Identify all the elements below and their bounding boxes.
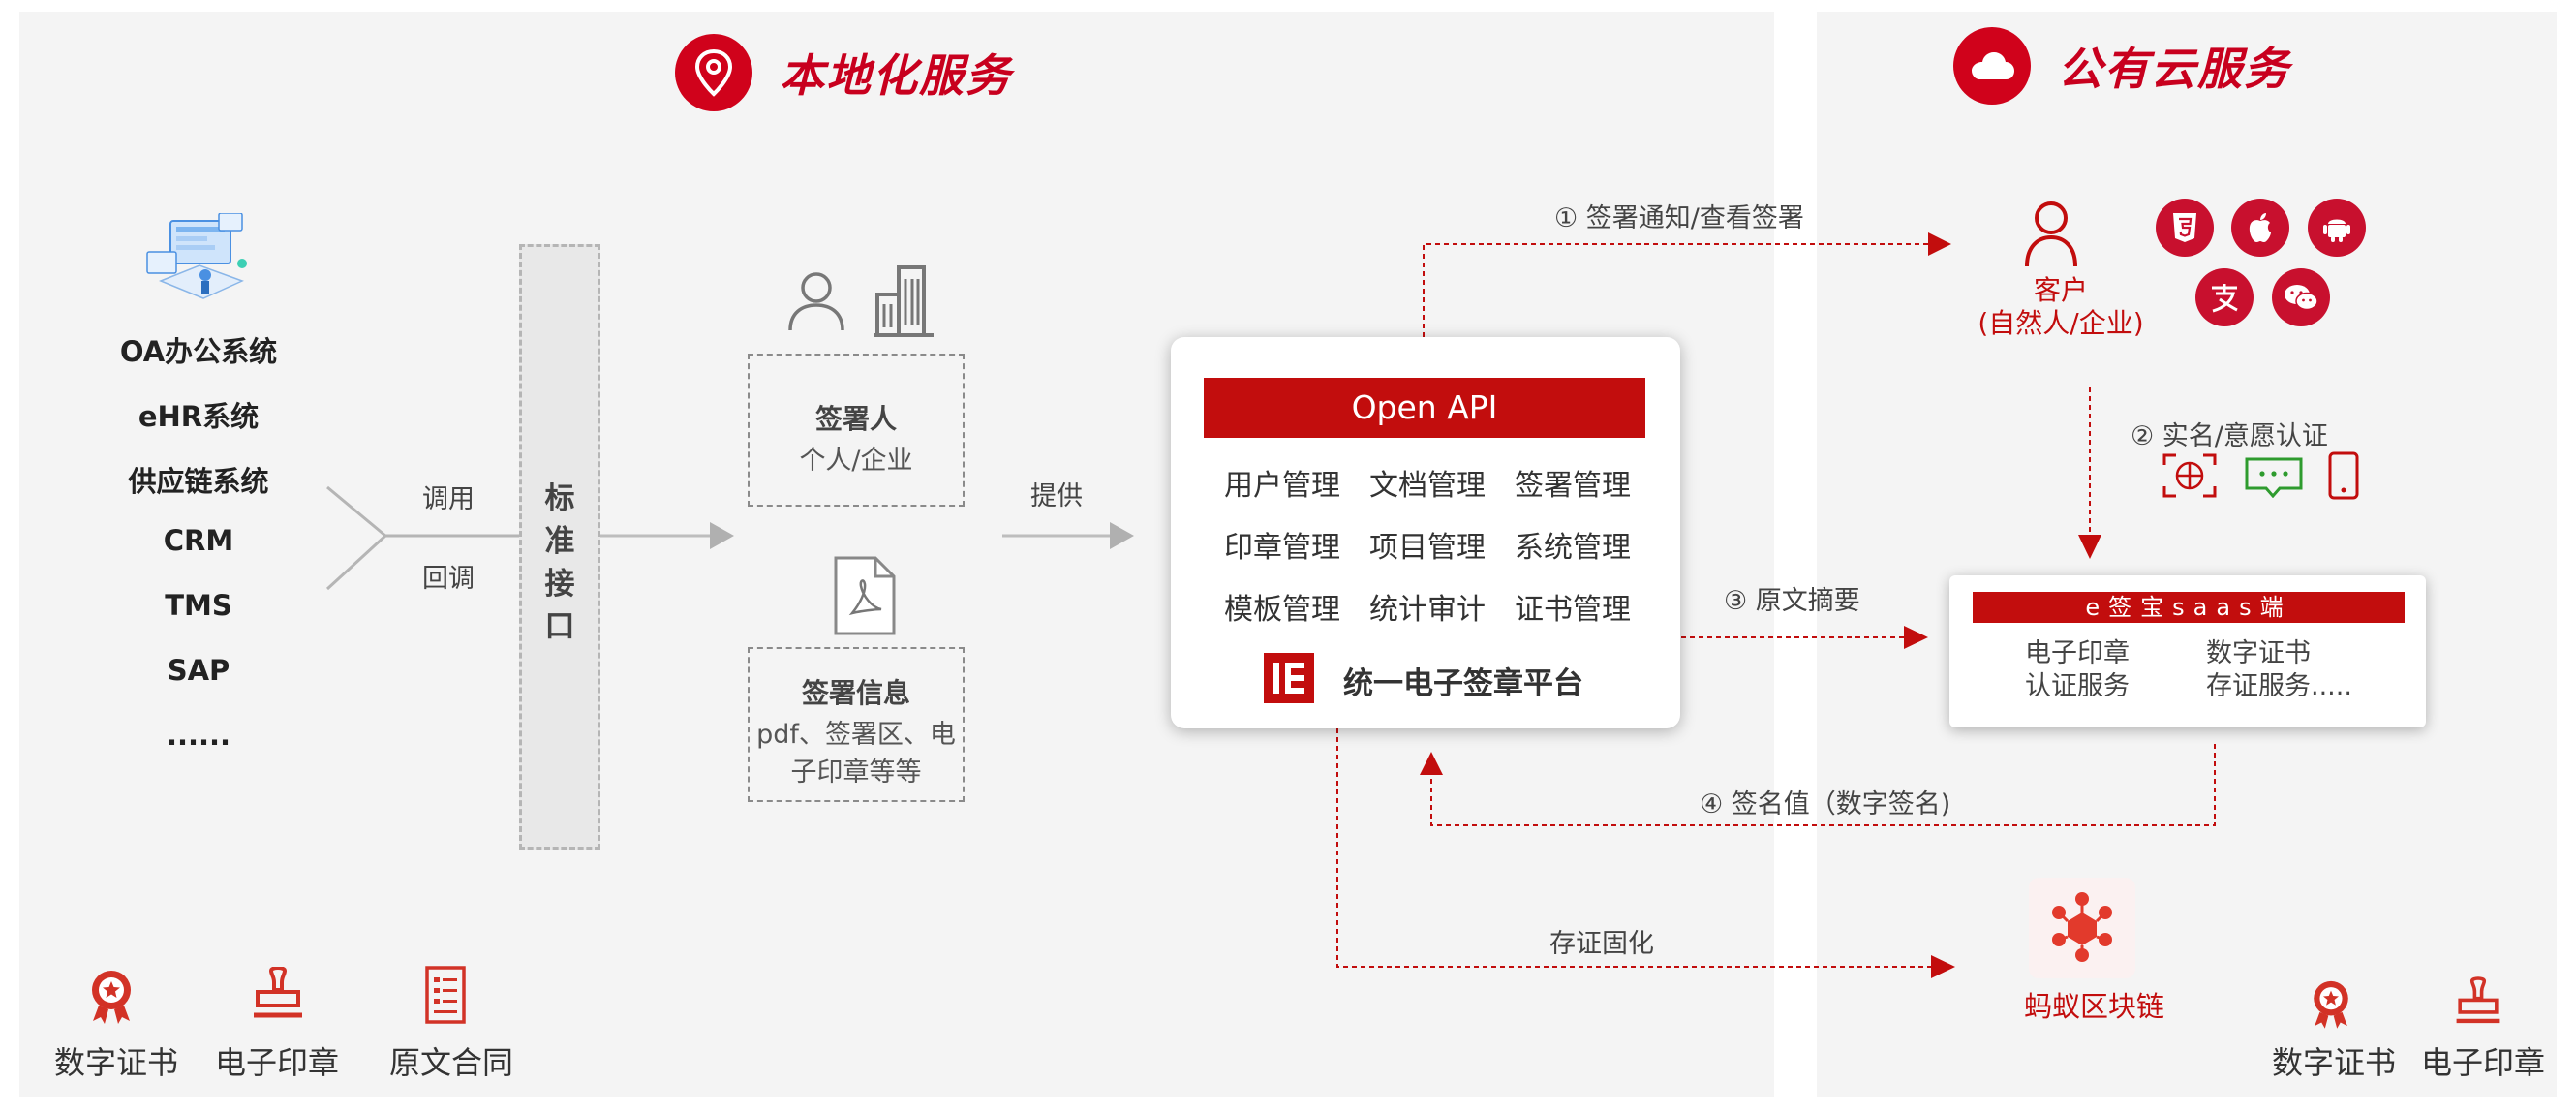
cloud-icon [1953, 27, 2031, 105]
customer-person-icon [2025, 201, 2077, 267]
platform-logo-icon [1264, 653, 1314, 703]
ant-blockchain-label: 蚂蚁区块链 [2024, 990, 2165, 1023]
system-supply-chain: 供应链系统 [128, 465, 269, 498]
original-contract-icon [425, 966, 466, 1024]
module-document-mgmt: 文档管理 [1369, 469, 1486, 503]
system-more: ...... [166, 719, 231, 752]
footer-cloud-electronic-seal: 电子印章 [2421, 1044, 2546, 1081]
standard-interface-label: 标准接口 [544, 481, 575, 644]
digital-certificate-icon [2314, 980, 2348, 1029]
module-system-mgmt: 系统管理 [1515, 531, 1631, 565]
unified-signature-platform: Open API 用户管理 文档管理 签署管理 印章管理 项目管理 系统管理 模… [1171, 337, 1680, 728]
cloud-service-panel [1817, 12, 2557, 1097]
local-service-title: 本地化服务 [780, 49, 1012, 102]
step3-label: ③ 原文摘要 [1724, 586, 1860, 616]
footer-local-original-contract: 原文合同 [389, 1044, 514, 1081]
sign-info-line2: 子印章等等 [790, 758, 922, 788]
system-oa: OA办公系统 [119, 335, 278, 368]
platform-name: 统一电子签章平台 [1343, 666, 1583, 701]
ant-blockchain-logo [2029, 878, 2135, 978]
system-tms: TMS [165, 589, 232, 622]
alipay-icon [2195, 268, 2254, 326]
electronic-seal-icon [254, 967, 302, 1018]
signer-subtitle: 个人/企业 [799, 446, 913, 476]
module-project-mgmt: 项目管理 [1369, 531, 1486, 565]
mobile-phone-icon [2328, 451, 2359, 500]
standard-interface: 标准接口 [519, 244, 600, 850]
customer-line2: (自然人/企业) [1978, 307, 2144, 339]
digital-certificate-icon [92, 971, 131, 1024]
system-crm: CRM [163, 524, 234, 557]
electronic-seal-icon [2456, 976, 2500, 1024]
sign-info-box: 签署信息 pdf、签署区、电 子印章等等 [748, 647, 965, 802]
sms-verification-icon [2245, 457, 2303, 498]
pdf-document-icon [834, 556, 896, 635]
step2-label: ② 实名/意愿认证 [2131, 421, 2328, 451]
callback-label: 回调 [422, 564, 475, 594]
step1-label: ① 签署通知/查看签署 [1554, 203, 1804, 233]
esign-saas-box: e签宝saas端 电子印章 认证服务 数字证书 存证服务..... [1949, 575, 2426, 727]
wechat-icon [2272, 268, 2330, 326]
location-pin-icon [675, 34, 752, 111]
call-label: 调用 [422, 484, 475, 514]
saas-col1: 电子印章 认证服务 [2025, 637, 2130, 703]
apple-icon [2231, 199, 2289, 257]
face-recognition-icon [2162, 453, 2217, 498]
footer-local-electronic-seal: 电子印章 [215, 1044, 340, 1081]
provide-label: 提供 [1030, 481, 1083, 511]
person-icon [788, 272, 844, 331]
module-statistics-audit: 统计审计 [1369, 593, 1486, 627]
android-icon [2308, 199, 2366, 257]
building-icon [874, 265, 934, 337]
module-signing-mgmt: 签署管理 [1515, 469, 1631, 503]
platform-modules: 用户管理 文档管理 签署管理 印章管理 项目管理 系统管理 模板管理 统计审计 … [1210, 461, 1645, 628]
signer-title: 签署人 [814, 403, 897, 435]
system-sap: SAP [167, 654, 230, 687]
evidence-label: 存证固化 [1549, 929, 1654, 959]
saas-title-bar: e签宝saas端 [1973, 592, 2405, 623]
html5-icon [2156, 199, 2214, 257]
module-seal-mgmt: 印章管理 [1224, 531, 1340, 565]
module-template-mgmt: 模板管理 [1224, 593, 1340, 627]
local-service-header: 本地化服务 [675, 34, 1012, 111]
sign-info-line1: pdf、签署区、电 [756, 720, 956, 750]
module-certificate-mgmt: 证书管理 [1515, 593, 1631, 627]
sign-info-title: 签署信息 [801, 677, 910, 709]
business-systems-illustration [146, 213, 247, 299]
customer-label: 客户 (自然人/企业) [1954, 274, 2167, 340]
saas-evidence-service: 存证服务..... [2206, 671, 2352, 701]
saas-electronic-seal: 电子印章 [2025, 638, 2130, 668]
step4-label: ④ 签名值（数字签名) [1700, 789, 1951, 820]
footer-cloud-digital-cert: 数字证书 [2272, 1044, 2397, 1081]
open-api-bar: Open API [1204, 378, 1645, 438]
cloud-service-title: 公有云服务 [2058, 43, 2290, 95]
saas-auth-service: 认证服务 [2025, 671, 2130, 701]
system-ehr: eHR系统 [138, 400, 260, 433]
footer-local-digital-cert: 数字证书 [54, 1044, 179, 1081]
customer-line1: 客户 [2033, 274, 2088, 306]
saas-col2: 数字证书 存证服务..... [2206, 637, 2352, 703]
saas-digital-cert: 数字证书 [2206, 638, 2311, 668]
cloud-service-header: 公有云服务 [1953, 27, 2290, 105]
signer-box: 签署人 个人/企业 [748, 354, 965, 507]
module-user-mgmt: 用户管理 [1224, 469, 1340, 503]
